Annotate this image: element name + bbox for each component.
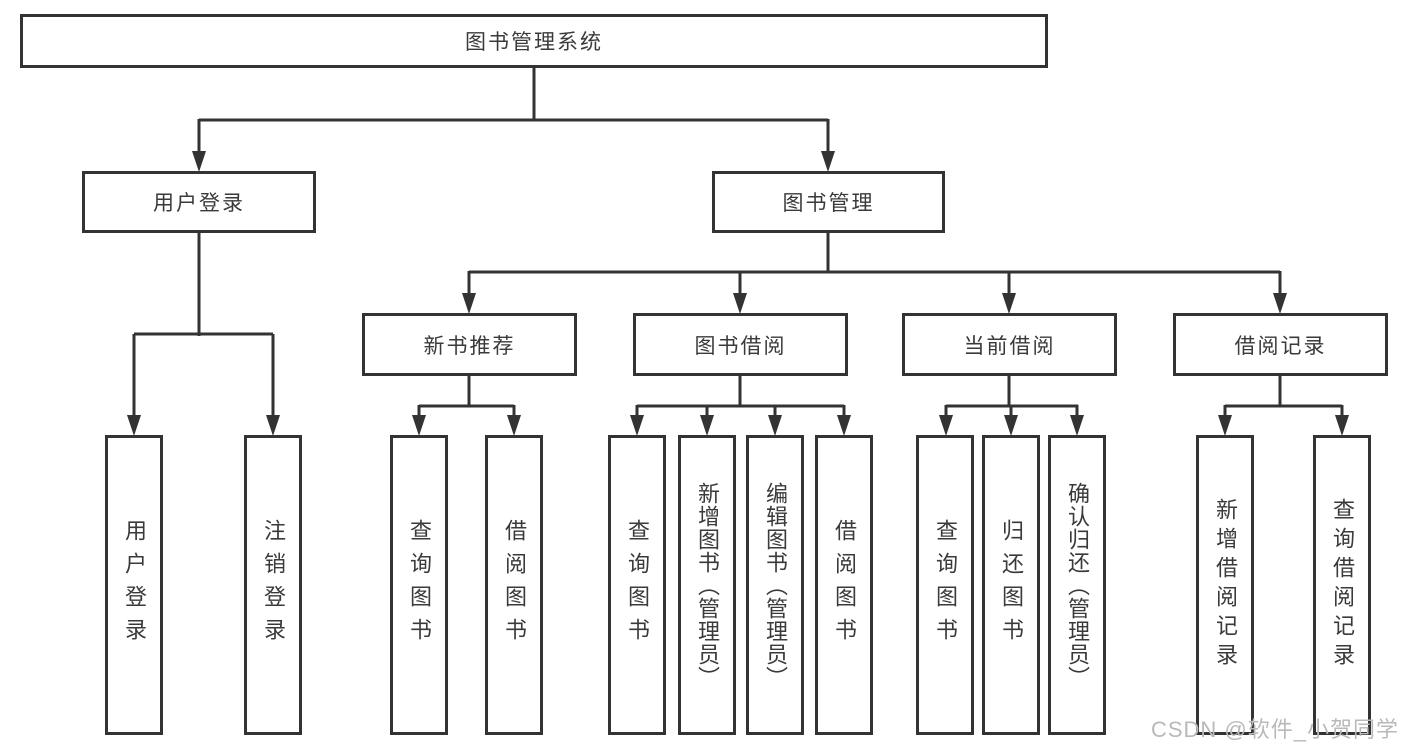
leaf-add-book-admin: 新增图书（管理员） [678, 435, 736, 735]
arrowhead [837, 415, 851, 436]
leaf-query-borrow-record: 查询借阅记录 [1313, 435, 1371, 735]
leaf-return-book: 归还图书 [982, 435, 1040, 735]
leaf-query-books-borrow: 查询图书 [608, 435, 666, 735]
leaf-query-books-recommend: 查询图书 [390, 435, 448, 735]
leaf-confirm-return-admin: 确认归还（管理员） [1048, 435, 1106, 735]
node-book-management: 图书管理 [712, 171, 945, 233]
arrowhead [733, 293, 747, 314]
leaf-user-login: 用户登录 [105, 435, 163, 735]
node-current-borrow: 当前借阅 [902, 313, 1117, 376]
arrowhead [768, 415, 782, 436]
node-book-borrow: 图书借阅 [633, 313, 848, 376]
node-user-login: 用户登录 [82, 171, 316, 233]
arrowhead [1004, 415, 1018, 436]
arrowhead [412, 415, 426, 436]
arrowhead [1070, 415, 1084, 436]
leaf-logout-login: 注销登录 [244, 435, 302, 735]
arrowhead [192, 151, 206, 172]
csdn-watermark: CSDN @软件_小贺同学 [1150, 717, 1399, 742]
arrowhead [700, 415, 714, 436]
node-new-book-recommend: 新书推荐 [362, 313, 577, 376]
arrowhead [266, 415, 280, 436]
leaf-query-books-current: 查询图书 [916, 435, 974, 735]
arrowhead [1218, 415, 1232, 436]
arrowhead [630, 415, 644, 436]
arrowhead [939, 415, 953, 436]
arrowheads [127, 151, 1349, 436]
arrowhead [821, 151, 835, 172]
leaf-add-borrow-record: 新增借阅记录 [1196, 435, 1254, 735]
arrowhead [127, 415, 141, 436]
leaf-borrow-books-borrow: 借阅图书 [815, 435, 873, 735]
arrowhead [1335, 415, 1349, 436]
arrowhead [1273, 293, 1287, 314]
arrowhead [462, 293, 476, 314]
arrowhead [1002, 293, 1016, 314]
leaf-borrow-books-recommend: 借阅图书 [485, 435, 543, 735]
arrowhead [507, 415, 521, 436]
node-borrow-records: 借阅记录 [1173, 313, 1388, 376]
tree-edges [132, 68, 1344, 424]
node-root: 图书管理系统 [20, 14, 1048, 68]
leaf-edit-book-admin: 编辑图书（管理员） [746, 435, 804, 735]
